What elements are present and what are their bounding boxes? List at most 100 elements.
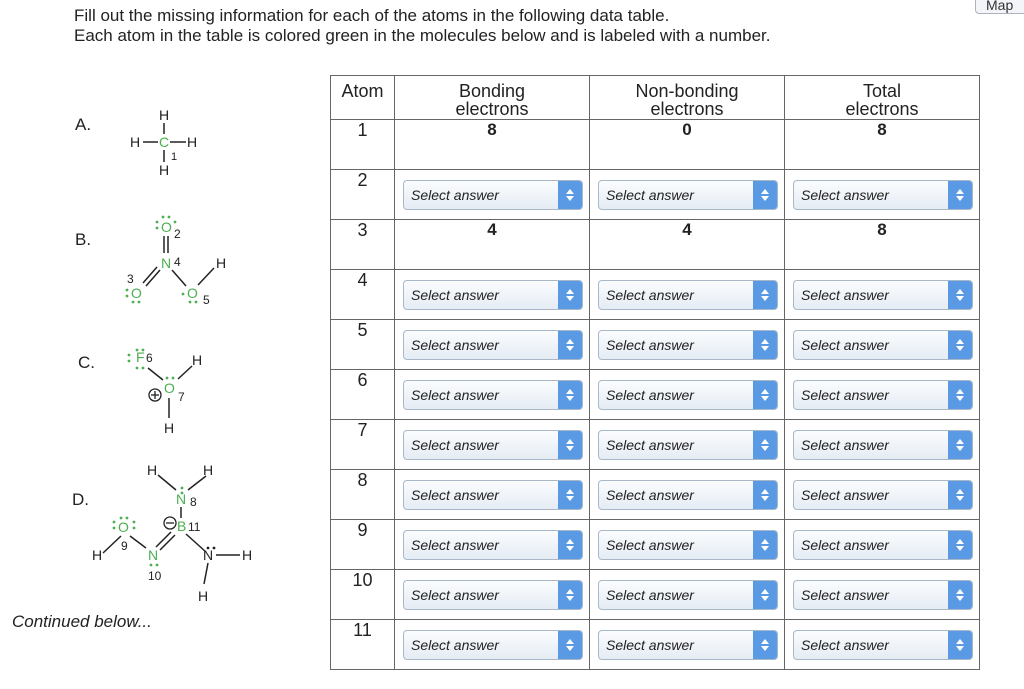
select-nonbonding-dropdown[interactable]: Select answer (598, 579, 778, 610)
updown-arrow-icon[interactable] (753, 280, 777, 309)
select-nonbonding-dropdown[interactable]: Select answer (598, 629, 778, 660)
select-total-dropdown[interactable]: Select answer (793, 179, 973, 210)
select-bonding-dropdown[interactable]: Select answer (403, 529, 583, 560)
total-cell: Select answer (784, 369, 980, 420)
select-answer-label: Select answer (606, 586, 694, 603)
updown-arrow-icon[interactable] (753, 180, 777, 209)
select-bonding-dropdown[interactable]: Select answer (403, 579, 583, 610)
updown-arrow-icon[interactable] (948, 380, 972, 409)
svg-text:H: H (216, 255, 226, 271)
total-cell: Select answer (784, 169, 980, 220)
table-row: 6 Select answer Select answer Select answer (330, 369, 980, 420)
arrow-down-icon (761, 495, 769, 501)
select-bonding-dropdown[interactable]: Select answer (403, 479, 583, 510)
map-button[interactable]: Map (975, 0, 1024, 14)
molecule-label-c: C. (78, 353, 95, 372)
bonding-cell: Select answer (394, 619, 590, 670)
updown-arrow-icon[interactable] (753, 580, 777, 609)
arrow-up-icon (761, 288, 769, 294)
updown-arrow-icon[interactable] (948, 430, 972, 459)
arrow-down-icon (761, 395, 769, 401)
svg-text:H: H (92, 547, 102, 563)
svg-text:2: 2 (174, 227, 181, 241)
continued-note: Continued below... (12, 612, 152, 631)
updown-arrow-icon[interactable] (948, 180, 972, 209)
arrow-down-icon (566, 495, 574, 501)
select-answer-label: Select answer (801, 486, 889, 503)
updown-arrow-icon[interactable] (948, 480, 972, 509)
select-bonding-dropdown[interactable]: Select answer (403, 379, 583, 410)
select-bonding-dropdown[interactable]: Select answer (403, 179, 583, 210)
updown-arrow-icon[interactable] (753, 330, 777, 359)
select-total-dropdown[interactable]: Select answer (793, 429, 973, 460)
select-answer-label: Select answer (411, 386, 499, 403)
arrow-up-icon (566, 338, 574, 344)
bonding-cell: Select answer (394, 519, 590, 570)
updown-arrow-icon[interactable] (558, 380, 582, 409)
select-nonbonding-dropdown[interactable]: Select answer (598, 479, 778, 510)
svg-text:8: 8 (190, 495, 197, 509)
updown-arrow-icon[interactable] (753, 530, 777, 559)
svg-text:H: H (203, 462, 213, 478)
instructions-line-2: Each atom in the table is colored green … (74, 26, 771, 45)
total-cell: Select answer (784, 519, 980, 570)
updown-arrow-icon[interactable] (948, 330, 972, 359)
updown-arrow-icon[interactable] (558, 180, 582, 209)
svg-text:H: H (159, 162, 169, 178)
updown-arrow-icon[interactable] (948, 280, 972, 309)
updown-arrow-icon[interactable] (558, 480, 582, 509)
svg-text:C: C (159, 134, 169, 150)
select-total-dropdown[interactable]: Select answer (793, 279, 973, 310)
select-bonding-dropdown[interactable]: Select answer (403, 629, 583, 660)
select-bonding-dropdown[interactable]: Select answer (403, 429, 583, 460)
arrow-up-icon (761, 488, 769, 494)
svg-text:B: B (177, 518, 186, 534)
updown-arrow-icon[interactable] (558, 580, 582, 609)
svg-text:7: 7 (178, 390, 185, 404)
arrow-up-icon (761, 188, 769, 194)
updown-arrow-icon[interactable] (753, 380, 777, 409)
updown-arrow-icon[interactable] (948, 530, 972, 559)
select-nonbonding-dropdown[interactable]: Select answer (598, 379, 778, 410)
updown-arrow-icon[interactable] (753, 630, 777, 659)
nonbonding-cell: Select answer (589, 519, 785, 570)
select-answer-label: Select answer (801, 636, 889, 653)
select-total-dropdown[interactable]: Select answer (793, 479, 973, 510)
updown-arrow-icon[interactable] (558, 330, 582, 359)
arrow-down-icon (956, 645, 964, 651)
select-bonding-dropdown[interactable]: Select answer (403, 329, 583, 360)
select-total-dropdown[interactable]: Select answer (793, 629, 973, 660)
updown-arrow-icon[interactable] (558, 280, 582, 309)
select-nonbonding-dropdown[interactable]: Select answer (598, 179, 778, 210)
select-nonbonding-dropdown[interactable]: Select answer (598, 279, 778, 310)
select-answer-label: Select answer (801, 286, 889, 303)
select-nonbonding-dropdown[interactable]: Select answer (598, 429, 778, 460)
arrow-down-icon (956, 445, 964, 451)
arrow-down-icon (566, 645, 574, 651)
select-total-dropdown[interactable]: Select answer (793, 329, 973, 360)
select-total-dropdown[interactable]: Select answer (793, 379, 973, 410)
select-answer-label: Select answer (411, 636, 499, 653)
select-answer-label: Select answer (606, 386, 694, 403)
molecule-d-structure: H H N 8 B 11 O H 9 N 10 N (92, 462, 252, 604)
arrow-down-icon (566, 445, 574, 451)
updown-arrow-icon[interactable] (948, 580, 972, 609)
updown-arrow-icon[interactable] (753, 430, 777, 459)
select-bonding-dropdown[interactable]: Select answer (403, 279, 583, 310)
atom-number: 1 (330, 119, 395, 170)
arrow-down-icon (956, 295, 964, 301)
updown-arrow-icon[interactable] (753, 480, 777, 509)
select-total-dropdown[interactable]: Select answer (793, 579, 973, 610)
select-nonbonding-dropdown[interactable]: Select answer (598, 529, 778, 560)
arrow-down-icon (566, 295, 574, 301)
updown-arrow-icon[interactable] (948, 630, 972, 659)
updown-arrow-icon[interactable] (558, 630, 582, 659)
updown-arrow-icon[interactable] (558, 430, 582, 459)
updown-arrow-icon[interactable] (558, 530, 582, 559)
select-total-dropdown[interactable]: Select answer (793, 529, 973, 560)
atom-number: 6 (330, 369, 395, 420)
select-nonbonding-dropdown[interactable]: Select answer (598, 329, 778, 360)
